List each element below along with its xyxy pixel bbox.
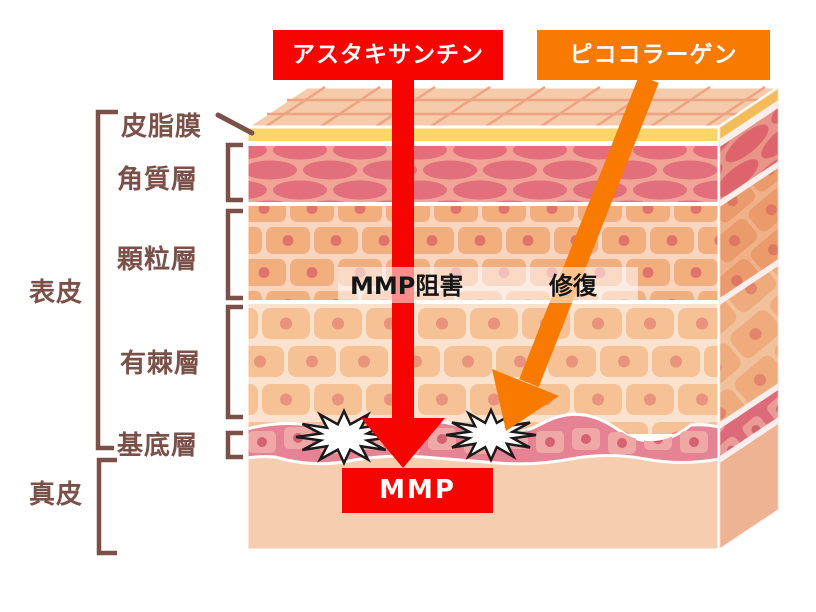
- spinous-bracket: [225, 304, 243, 420]
- mmp-label: MMP: [379, 474, 456, 505]
- astaxanthin-label: アスタキサンチン: [292, 41, 484, 68]
- dermis-bracket: [96, 457, 117, 556]
- pico-collagen-arrow: [492, 75, 659, 431]
- skin-front-face: [245, 125, 721, 552]
- stratum-corneum-layer: [247, 146, 719, 202]
- label-brackets: [95, 109, 255, 556]
- astaxanthin-callout: アスタキサンチン: [273, 30, 503, 80]
- skin-top-surface: [242, 85, 784, 129]
- mmp-inhibition-annotation: MMP阻害: [350, 272, 464, 300]
- granular-layer-label: 顆粒層: [117, 245, 199, 275]
- basal-layer-label: 基底層: [117, 431, 199, 461]
- annotation-highlight-band: [338, 267, 638, 303]
- sebum-film-layer: [247, 127, 719, 141]
- sebum-pointer-line: [215, 112, 255, 136]
- burst-icon: [295, 408, 393, 466]
- mmp-callout: MMP: [342, 468, 493, 513]
- basal-bracket: [225, 430, 243, 460]
- spinous-layer: [247, 304, 719, 434]
- epidermis-bracket: [95, 109, 118, 451]
- pico-collagen-callout: ピココラーゲン: [537, 30, 770, 80]
- spinous-layer-label: 有棘層: [120, 349, 202, 379]
- epidermis-label: 表皮: [29, 278, 84, 308]
- stratum-corneum-label: 角質層: [117, 165, 199, 195]
- dermis-label: 真皮: [29, 480, 84, 510]
- astaxanthin-arrow: [361, 78, 445, 468]
- sebum-film-label: 皮脂膜: [121, 112, 203, 142]
- granular-bracket: [225, 208, 243, 301]
- pico-collagen-label: ピココラーゲン: [569, 41, 738, 68]
- skin-side-face: [717, 84, 781, 553]
- repair-annotation: 修復: [549, 272, 597, 300]
- stratum-corneum-bracket: [225, 142, 243, 203]
